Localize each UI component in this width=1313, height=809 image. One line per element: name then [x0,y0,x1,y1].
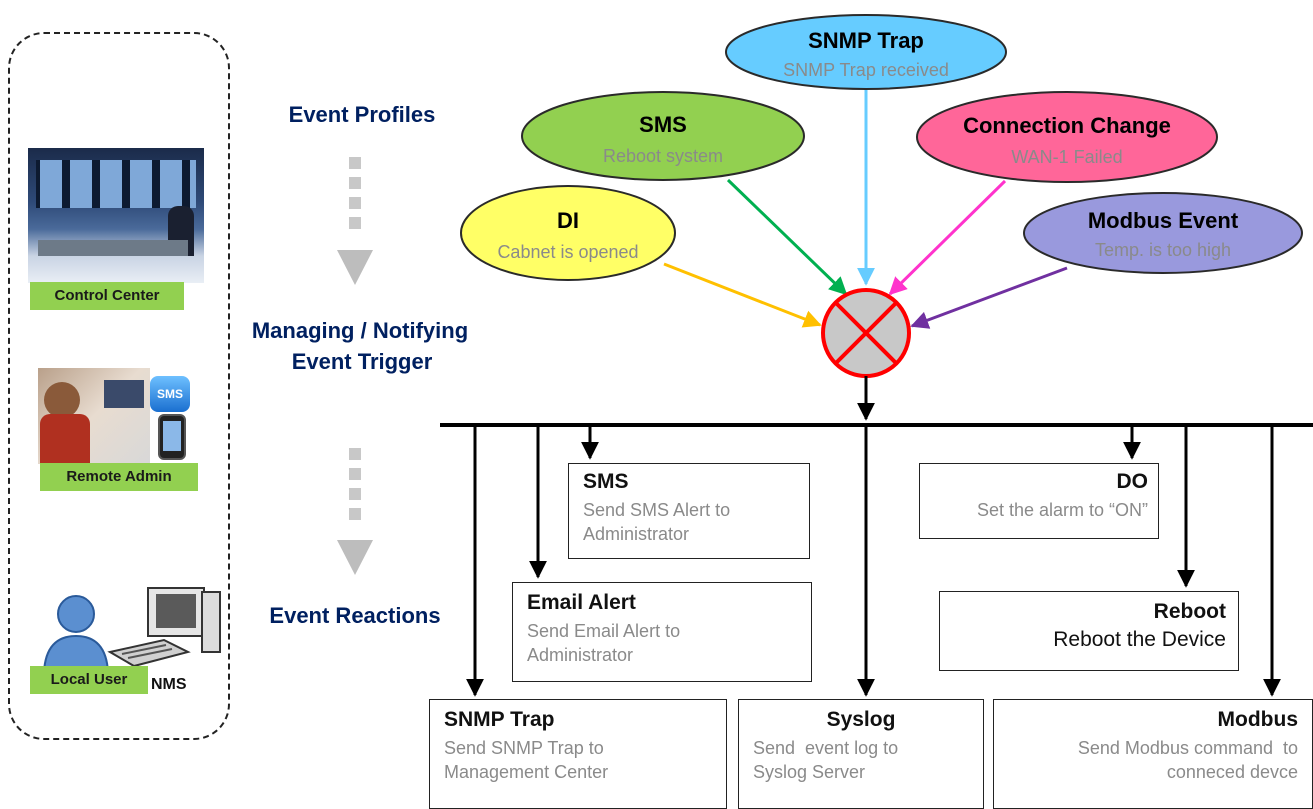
reaction-syslog-title: Syslog [826,708,896,731]
reaction-syslog-line1: Send event log to [753,738,899,758]
reaction-do-title: DO [1116,470,1149,493]
reaction-do-line1: Set the alarm to “ON” [976,500,1148,520]
reaction-email-alert-title: Email Alert [527,591,636,614]
flow-arrow-lower [337,448,373,575]
stage-managing-line2: Event Trigger [291,349,433,374]
reaction-reboot: Reboot Reboot the Device [939,591,1239,671]
phone-icon [158,414,186,460]
profile-connection-change-subtitle: WAN-1 Failed [1011,147,1122,167]
profile-snmp-trap-title: SNMP Trap [808,28,924,53]
reaction-snmp-trap: SNMP Trap Send SNMP Trap to Management C… [429,699,727,809]
profile-modbus-event: Modbus Event Temp. is too high [1023,192,1303,274]
reaction-modbus-line1: Send Modbus command to [1077,738,1298,758]
reaction-reboot-title: Reboot [1153,600,1226,623]
profile-modbus-event-subtitle: Temp. is too high [1095,240,1231,260]
flow-arrow-upper [337,157,373,285]
reaction-sms-line1: Send SMS Alert to [583,500,731,520]
arrow-connection-change [888,179,1007,296]
control-center-photo [28,148,204,283]
arrow-modbus-event [910,266,1068,329]
profile-di-subtitle: Cabnet is opened [497,242,638,262]
arrow-sms [726,178,848,296]
arrow-di [663,262,822,328]
control-center-label: Control Center [30,282,184,310]
reaction-modbus-title: Modbus [1217,708,1298,731]
event-trigger-junction [821,288,911,378]
reaction-email-alert-line1: Send Email Alert to [527,621,681,641]
nms-computer-icon [107,587,221,668]
reaction-snmp-trap-line2: Management Center [444,762,609,782]
reaction-sms-line2: Administrator [583,524,690,544]
reaction-syslog-line2: Syslog Server [753,762,866,782]
reaction-modbus: Modbus Send Modbus command to conneced d… [993,699,1313,809]
reaction-email-alert-line2: Administrator [527,645,634,665]
reaction-reboot-line1: Reboot the Device [1053,628,1226,651]
profile-snmp-trap-subtitle: SNMP Trap received [783,60,949,80]
profile-snmp-trap: SNMP Trap SNMP Trap received [725,14,1007,90]
profile-sms-title: SMS [639,112,687,137]
reaction-do: DO Set the alarm to “ON” [919,463,1159,539]
reaction-sms-title: SMS [583,470,629,493]
profile-connection-change: Connection Change WAN-1 Failed [916,91,1218,183]
nms-label: NMS [151,676,187,693]
remote-admin-label: Remote Admin [40,463,198,491]
reaction-snmp-trap-line1: Send SNMP Trap to [444,738,604,758]
reaction-syslog: Syslog Send event log to Syslog Server [738,699,984,809]
profile-di-title: DI [557,208,579,233]
remote-admin-photo [38,368,150,464]
local-user-icon [42,595,110,673]
reaction-email-alert: Email Alert Send Email Alert to Administ… [512,582,812,682]
profile-sms-subtitle: Reboot system [603,146,723,166]
profile-modbus-event-title: Modbus Event [1088,208,1239,233]
user-panel [8,32,230,740]
sms-badge-label: SMS [156,387,183,401]
reaction-modbus-line2: conneced devce [1166,762,1298,782]
local-user-label: Local User [30,666,148,694]
stage-event-reactions: Event Reactions [269,603,441,628]
sms-app-icon: SMS [150,376,190,412]
stage-managing-line1: Managing / Notifying [251,318,469,343]
reaction-snmp-trap-title: SNMP Trap [444,708,555,731]
reaction-sms: SMS Send SMS Alert to Administrator [568,463,810,559]
profile-sms: SMS Reboot system [521,91,805,181]
stage-event-profiles: Event Profiles [288,102,436,127]
profile-connection-change-title: Connection Change [963,113,1171,138]
profile-di: DI Cabnet is opened [460,185,676,281]
